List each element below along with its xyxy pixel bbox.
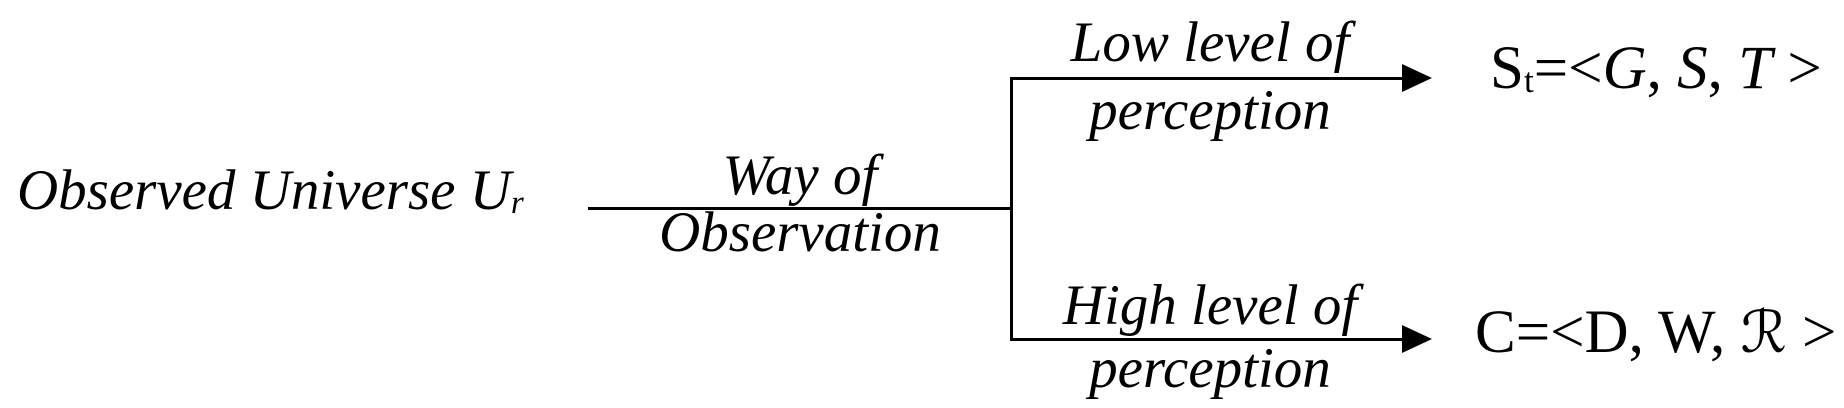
root-label: Observed Universe Ur xyxy=(17,162,524,219)
high-result-separator-1: , xyxy=(1628,299,1658,366)
low-branch-line xyxy=(1012,77,1408,80)
high-result-close: > xyxy=(1786,299,1837,366)
high-result-base: C xyxy=(1475,299,1516,366)
root-label-subscript: r xyxy=(510,184,524,221)
low-result-item-t: T xyxy=(1738,35,1773,102)
branch-label-numerator: Way of xyxy=(722,144,878,207)
low-result-base: S xyxy=(1490,35,1524,102)
high-result-item-w: W xyxy=(1657,299,1710,366)
high-branch-label-denominator: perception xyxy=(1089,337,1331,400)
main-connector-line xyxy=(588,207,1012,210)
low-result-separator-1: , xyxy=(1646,35,1678,102)
high-result-formula: C=<D, W, ℛ > xyxy=(1475,302,1836,363)
high-branch-label-numerator: High level of xyxy=(1062,274,1358,337)
high-branch-line xyxy=(1012,338,1408,341)
high-result-item-r: ℛ xyxy=(1740,298,1787,366)
low-result-formula: St=<G, S, T > xyxy=(1490,38,1822,99)
low-result-subscript: t xyxy=(1523,60,1534,101)
low-result-item-g: G xyxy=(1602,35,1647,102)
high-branch-arrowhead-icon xyxy=(1402,325,1432,353)
low-branch-label-denominator: perception xyxy=(1089,79,1331,142)
low-result-relation: =< xyxy=(1533,35,1603,102)
high-result-item-d: D xyxy=(1584,299,1629,366)
high-result-relation: =< xyxy=(1515,299,1585,366)
low-branch-label-numerator: Low level of xyxy=(1070,11,1350,74)
branch-label-denominator: Observation xyxy=(659,201,941,264)
high-result-separator-2: , xyxy=(1709,299,1741,366)
low-result-close: > xyxy=(1772,35,1822,102)
low-branch-arrowhead-icon xyxy=(1402,64,1432,92)
root-label-text: Observed Universe U xyxy=(17,159,511,222)
low-result-separator-2: , xyxy=(1707,35,1739,102)
low-result-item-s: S xyxy=(1677,35,1708,102)
split-vertical-line xyxy=(1010,77,1013,341)
